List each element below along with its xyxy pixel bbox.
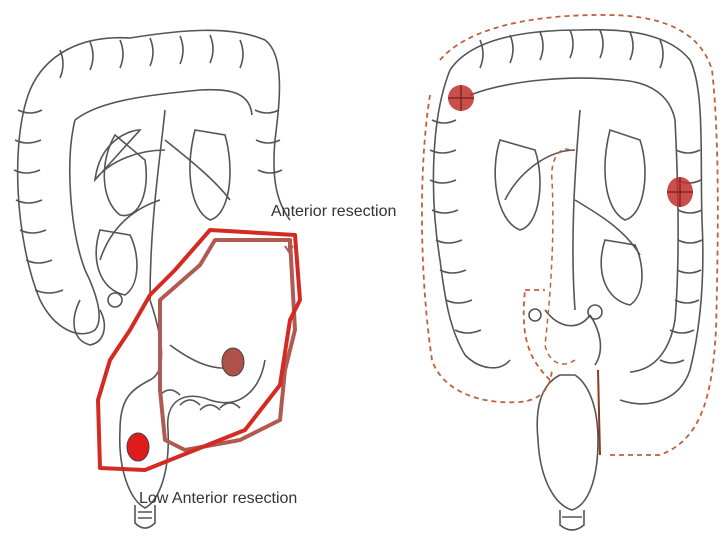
low-anterior-resection-label: Low Anterior resection: [139, 490, 298, 507]
anterior-resection-marker: [284, 240, 294, 254]
tumor-lower-rectum: [126, 432, 150, 462]
inner-vessel-margin-dashed: [544, 148, 576, 365]
anterior-resection-label: Anterior resection: [271, 203, 397, 220]
transection-line: [597, 369, 601, 456]
resection-margin-dashed: [421, 14, 719, 456]
anterior-resection-outline: [158, 238, 297, 452]
left-colon-illustration: [13, 29, 291, 529]
tumor-upper-rectum: [221, 347, 245, 377]
low-anterior-resection-outline: [96, 228, 302, 472]
tumor-descending-colon: [667, 177, 693, 207]
tumor-hepatic-flexure: [448, 85, 474, 111]
right-colon-illustration: [429, 28, 704, 531]
